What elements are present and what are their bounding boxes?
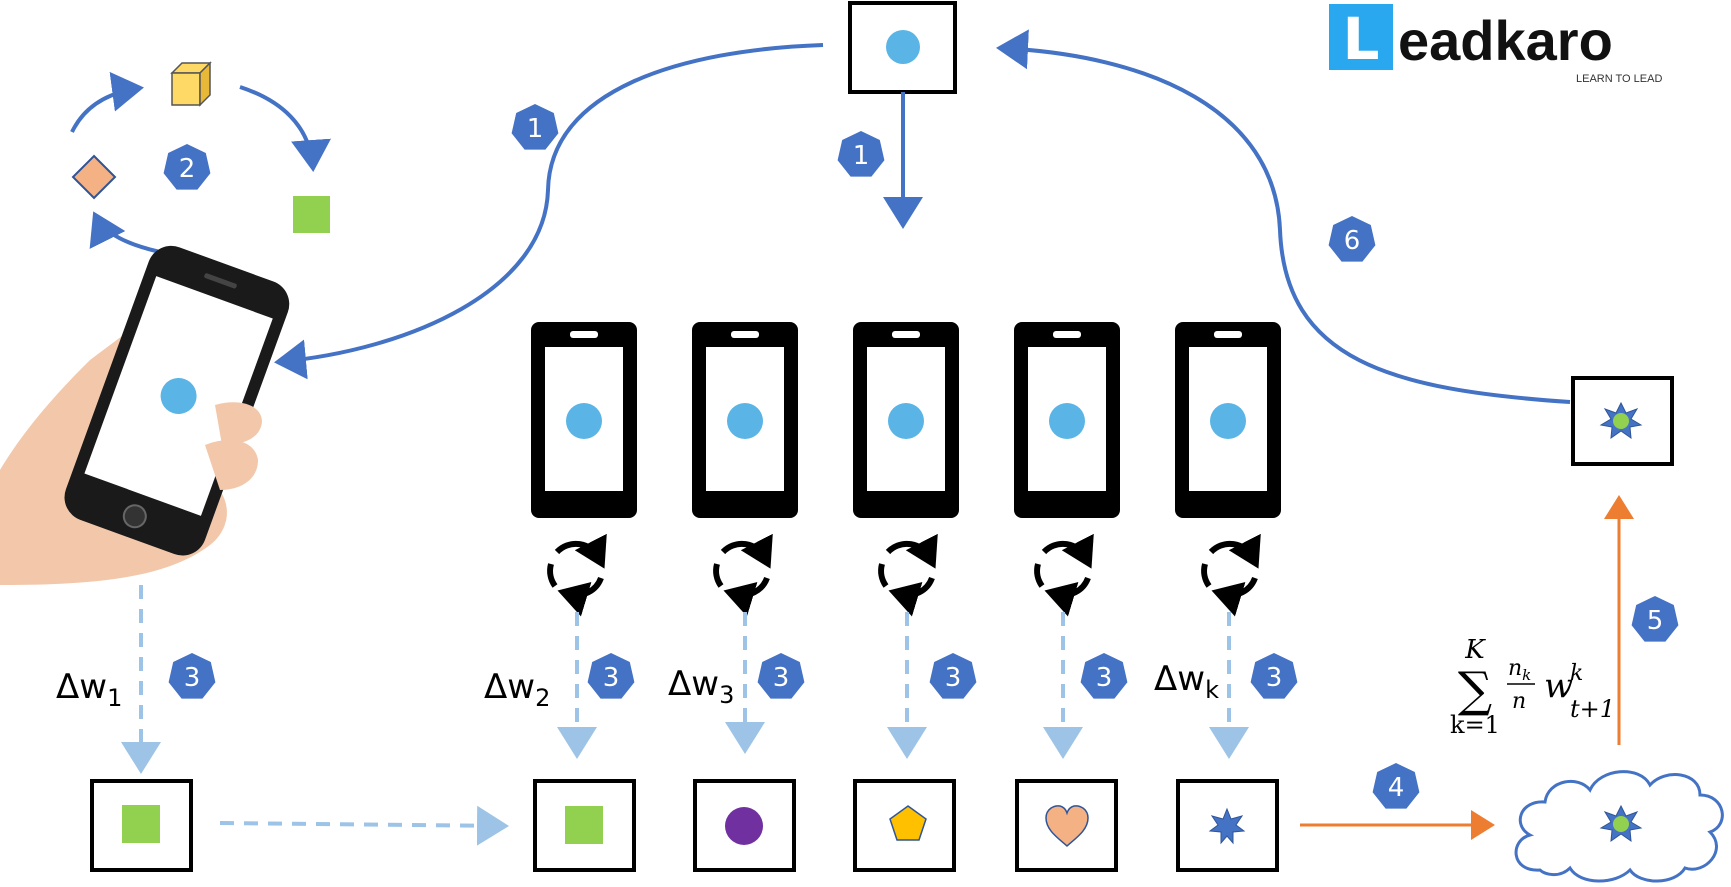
logo-mark: [1329, 4, 1393, 70]
update-box-3: [693, 779, 796, 872]
client-phone-5: [1175, 322, 1281, 518]
hand-phone-illustration: [0, 245, 290, 585]
svg-text:3: 3: [1266, 663, 1283, 693]
logo-word: eadkaro: [1398, 9, 1613, 72]
svg-text:2: 2: [179, 154, 196, 184]
svg-text:1: 1: [527, 114, 544, 144]
svg-text:4: 4: [1388, 773, 1405, 803]
global-model-box: [848, 1, 957, 94]
svg-text:6: 6: [1344, 226, 1361, 256]
formula-upper-limit: K: [1464, 635, 1486, 665]
heart-icon: [1045, 805, 1089, 848]
client-phone-1: [531, 322, 637, 518]
purple-circle-icon: [725, 807, 763, 845]
model-dot: [566, 403, 602, 439]
formula-w: w: [1544, 666, 1573, 706]
formula-sigma: ∑: [1458, 662, 1492, 718]
formula-numerator: nk: [1508, 656, 1531, 684]
refresh-icon: [716, 544, 767, 595]
step-badge-3-client-4: 3: [929, 653, 977, 699]
model-dot: [160, 377, 197, 414]
step-badge-3-client-5: 3: [1080, 653, 1128, 699]
cube-icon: [170, 61, 212, 107]
step-badge-2: 2: [163, 144, 211, 190]
logo-tagline: LEARN TO LEAD: [1576, 73, 1662, 85]
svg-text:3: 3: [773, 663, 790, 693]
step-badge-3-client-3: 3: [757, 653, 805, 699]
step-badge-6: 6: [1328, 216, 1376, 262]
green-dot-icon: [1613, 413, 1629, 429]
update-box-6: [1176, 779, 1279, 872]
model-dot: [886, 30, 920, 64]
step-badge-3-client-2: 3: [587, 653, 635, 699]
refresh-icon: [1204, 544, 1255, 595]
svg-text:3: 3: [603, 663, 620, 693]
green-square-icon: [122, 805, 160, 843]
step-badge-3-client-6: 3: [1250, 653, 1298, 699]
model-dot: [888, 403, 924, 439]
refresh-icon: [550, 544, 601, 595]
step-badge-1-center: 1: [837, 131, 885, 177]
svg-text:5: 5: [1647, 606, 1664, 636]
svg-text:3: 3: [184, 663, 201, 693]
green-dot-icon: [1613, 816, 1629, 832]
model-dot: [1210, 403, 1246, 439]
refresh-icon: [881, 544, 932, 595]
delta-label-1: Δw1: [56, 667, 122, 712]
formula-denominator: n: [1512, 689, 1526, 714]
delta-label-2: Δw2: [484, 667, 550, 712]
update-box-5: [1015, 779, 1118, 872]
cloud-server-icon: [1514, 770, 1724, 883]
aggregated-model-box: [1571, 376, 1674, 466]
update-box-1: [90, 779, 193, 872]
green-square-icon: [565, 806, 603, 844]
refresh-icon: [1037, 544, 1088, 595]
svg-text:3: 3: [1096, 663, 1113, 693]
distribute-arrow-left: [274, 43, 824, 380]
svg-text:3: 3: [945, 663, 962, 693]
update-box-4: [853, 779, 956, 872]
update-arrow-top: [996, 29, 1571, 404]
local-training-cycle: [70, 61, 331, 254]
leadkaro-logo: L eadkaro LEARN TO LEAD: [1329, 4, 1662, 85]
diamond-icon: [71, 154, 117, 200]
step-badge-1-left: 1: [511, 104, 559, 150]
fedavg-formula: K ∑ k=1 nk n w k t+1: [1450, 635, 1615, 739]
client-phone-4: [1014, 322, 1120, 518]
model-dot: [1049, 403, 1085, 439]
step-badge-3-client-1: 3: [168, 653, 216, 699]
svg-text:1: 1: [853, 141, 870, 171]
green-square-icon: [293, 196, 330, 233]
delta-label-k: Δwk: [1154, 659, 1219, 704]
star-icon: [1208, 807, 1246, 845]
update-box-2: [533, 779, 636, 872]
delta-label-3: Δw3: [668, 664, 734, 709]
logo-letter: L: [1343, 5, 1380, 73]
model-dot: [727, 403, 763, 439]
step-badge-4: 4: [1372, 763, 1420, 809]
smartphone-icon: [64, 245, 290, 556]
step-badge-5: 5: [1631, 596, 1679, 642]
formula-w-sub: t+1: [1570, 695, 1615, 723]
formula-w-sup: k: [1570, 661, 1583, 686]
transfer-arrow: [219, 805, 509, 846]
pentagon-icon: [889, 805, 927, 841]
client-phone-3: [853, 322, 959, 518]
formula-lower-limit: k=1: [1450, 711, 1500, 739]
client-phone-2: [692, 322, 798, 518]
